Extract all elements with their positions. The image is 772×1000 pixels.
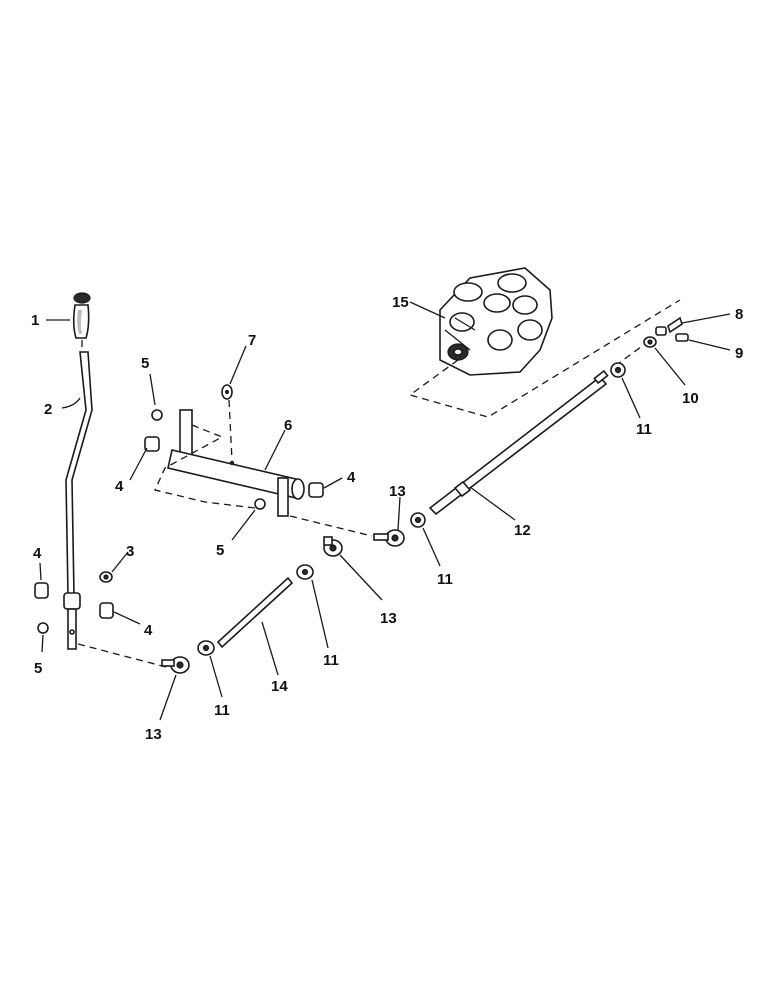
callout-11-right: 11 — [636, 421, 652, 438]
control-valve-part — [439, 267, 553, 376]
callout-7: 7 — [248, 332, 256, 349]
callout-4-lower-right: 4 — [144, 622, 153, 639]
clevis-pin-10-part — [643, 326, 667, 348]
callout-13-upper: 13 — [389, 483, 406, 500]
callout-6: 6 — [284, 417, 292, 434]
bushing-4-upper-right-part — [308, 482, 324, 498]
rod12-to-valve-dashed-line — [614, 343, 646, 367]
callout-15: 15 — [392, 294, 409, 311]
pin-9-part — [675, 333, 689, 342]
callout-14: 14 — [271, 678, 288, 695]
leader-lines — [39, 301, 731, 721]
long-rod-12-part — [428, 369, 609, 516]
callout-2: 2 — [44, 401, 52, 418]
bushing-right-part — [99, 602, 114, 619]
callout-10: 10 — [682, 390, 699, 407]
bushing-left-part — [34, 582, 49, 599]
callout-5-middle: 5 — [216, 542, 224, 559]
callout-8: 8 — [735, 306, 743, 323]
nut-11-rod12-start-part — [410, 512, 426, 528]
rod-to-rodend-dashed-line — [77, 643, 171, 669]
nut-11-rod14-left-part — [197, 640, 215, 656]
callout-5-lower: 5 — [34, 660, 42, 677]
callout-5-upper: 5 — [141, 355, 149, 372]
cross-shaft-part — [167, 409, 305, 517]
callout-3: 3 — [126, 543, 134, 560]
callout-13-lower: 13 — [145, 726, 162, 743]
nut-5-lower-part — [37, 622, 49, 634]
bushing-4-upper-left-part — [144, 436, 160, 452]
valve-dashed-outline — [408, 299, 681, 418]
rod-end-13-upper-part — [373, 529, 405, 547]
rod-end-13-middle-part — [323, 536, 343, 557]
callout-4-left: 4 — [33, 545, 42, 562]
nut-5-middle-part — [254, 498, 266, 510]
callout-labels: 1 2 5 7 6 4 4 5 3 4 4 5 15 8 9 10 11 12 … — [31, 294, 743, 743]
callout-4-upper-right: 4 — [347, 469, 356, 486]
nut-11-rod14-right-part — [296, 564, 314, 580]
rod-end-13-lower-part — [161, 656, 190, 674]
callout-11-lower: 11 — [214, 702, 230, 719]
rod-end-to-shaft-dashed-line — [289, 515, 373, 537]
callout-1: 1 — [31, 312, 39, 329]
pin-8-part — [667, 316, 683, 334]
lever-rod-part — [63, 351, 93, 650]
fitting-to-shaft-dashed-line — [228, 399, 233, 461]
nut-11-rod12-end-part — [610, 362, 626, 378]
cross-shaft-dashed-outline — [154, 424, 256, 509]
short-rod-14-part — [216, 576, 294, 649]
callout-4-upper-left: 4 — [115, 478, 124, 495]
lever-knob-part — [72, 292, 91, 339]
fitting-7-part — [221, 384, 233, 400]
callout-13-middle: 13 — [380, 610, 397, 627]
callout-11-middle: 11 — [323, 652, 339, 669]
callout-12: 12 — [514, 522, 531, 539]
nut-5-upper-part — [151, 409, 163, 421]
washer-3-part — [99, 571, 113, 583]
callout-9: 9 — [735, 345, 743, 362]
callout-11-center: 11 — [437, 571, 453, 588]
